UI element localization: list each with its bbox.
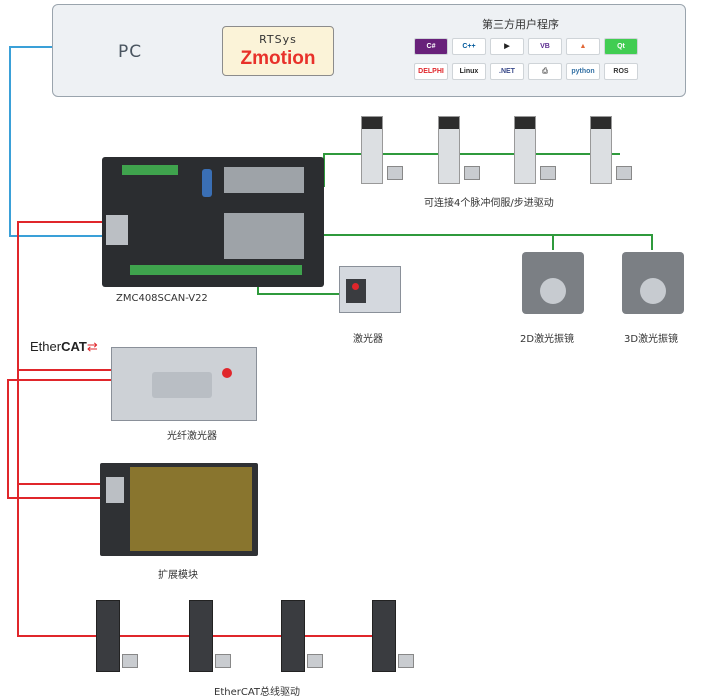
csharp-icon[interactable]: C# [414,38,448,55]
galvo-2d-label: 2D激光振镜 [520,334,575,345]
cpp-icon[interactable]: C++ [452,38,486,55]
lens-icon [540,278,566,304]
ethernet-wire [9,46,106,237]
linux-icon[interactable]: Linux [452,63,486,80]
galvo-3d-device[interactable] [622,252,684,314]
bus-drive-2[interactable] [189,600,213,672]
bus-drive-4[interactable] [372,600,396,672]
ethercat-logo: EtherCAT⇄ [30,339,98,354]
expansion-terminals-icon [130,467,252,551]
servo-motor-2-icon [464,166,480,180]
ros-icon[interactable]: ROS [604,63,638,80]
db-port-icon [202,169,212,197]
bus-motor-2-icon [215,654,231,668]
expansion-label: 扩展模块 [158,570,198,581]
bus-drives-label: EtherCAT总线驱动 [214,687,300,698]
fiber-laser-device[interactable] [111,347,257,421]
ethercat-logo-a: Ether [30,339,62,354]
fiber-button-icon [222,368,232,378]
encoder-ports-icon [224,167,304,193]
servo-drive-3[interactable] [514,116,536,184]
zmotion-logo: Zmotion [240,48,316,69]
servo-motor-3-icon [540,166,556,180]
laser-panel-icon [346,279,366,303]
bus-motor-1-icon [122,654,138,668]
galvo-3d-label: 3D激光振镜 [624,334,679,345]
servo-drive-2[interactable] [438,116,460,184]
ethercat-logo-b: CAT [61,339,87,354]
controller-device[interactable] [102,157,324,287]
laser-label: 激光器 [353,334,383,345]
qt-icon[interactable]: Qt [604,38,638,55]
servo-motor-4-icon [616,166,632,180]
io-terminal-icon [130,265,302,275]
pc-label: PC [118,42,143,62]
galvo-ports-icon [224,213,304,259]
servo-drive-4[interactable] [590,116,612,184]
terminal-block-icon [122,165,178,175]
fiber-panel-icon [152,372,212,398]
rtsys-software-box[interactable]: RTSys Zmotion [222,26,334,76]
python-icon[interactable]: python [566,63,600,80]
expansion-module-device[interactable] [100,463,258,556]
bus-motor-4-icon [398,654,414,668]
third-party-title: 第三方用户程序 [482,18,559,31]
pulse-drives-label: 可连接4个脉冲伺服/步进驱动 [424,198,554,209]
servo-drive-1[interactable] [361,116,383,184]
dotnet-icon[interactable]: .NET [490,63,524,80]
bus-motor-3-icon [307,654,323,668]
vb-icon[interactable]: VB [528,38,562,55]
fiber-laser-label: 光纤激光器 [167,431,217,442]
servo-motor-1-icon [387,166,403,180]
labview-icon[interactable]: ▶ [490,38,524,55]
controller-label: ZMC408SCAN-V22 [116,293,208,304]
expansion-port-icon [106,477,124,503]
matlab-icon[interactable]: ▲ [566,38,600,55]
laser-device[interactable] [339,266,401,313]
ethernet-port-icon [106,215,128,245]
lens-icon [640,278,666,304]
bus-drive-3[interactable] [281,600,305,672]
galvo-2d-device[interactable] [522,252,584,314]
bus-drive-1[interactable] [96,600,120,672]
delphi-icon[interactable]: DELPHI [414,63,448,80]
laser-button-icon [352,283,359,290]
rtsys-title: RTSys [259,33,297,46]
printer-icon[interactable]: ⎙ [528,63,562,80]
galvo-wire [296,234,653,250]
